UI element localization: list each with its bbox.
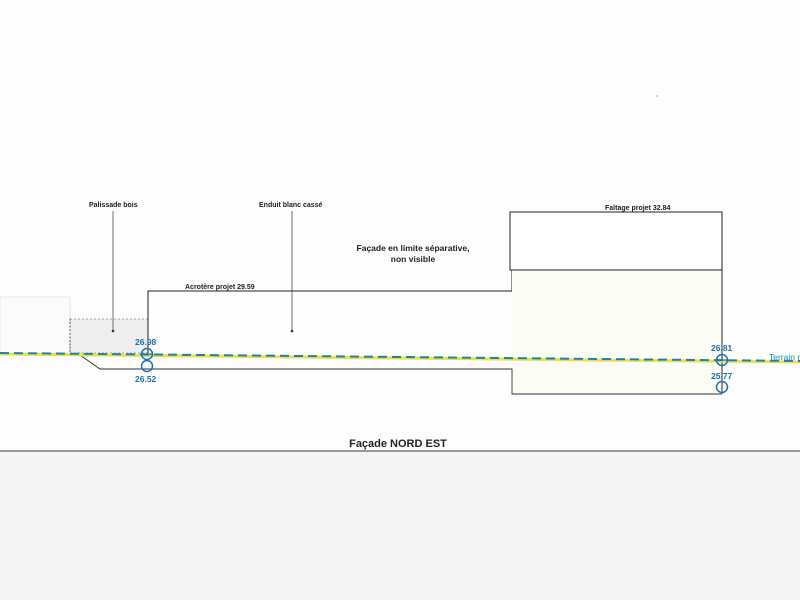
label-palissade: Palissade bois — [89, 202, 138, 209]
label-facade-line1: Façade en limite séparative, — [357, 243, 470, 253]
scan-speck — [656, 95, 658, 97]
acrotere-outline — [147, 270, 513, 353]
label-terrain: Terrain n — [769, 352, 800, 362]
leader-palissade-dot — [111, 329, 115, 333]
label-enduit: Enduit blanc cassé — [259, 202, 323, 209]
foundation-outline — [79, 354, 722, 395]
level-marker-right-bottom — [715, 380, 729, 394]
neighbor-wall — [0, 296, 71, 354]
label-facade-line2: non visible — [391, 254, 436, 264]
leader-enduit-dot — [290, 329, 294, 333]
palissade-fence — [69, 318, 149, 354]
label-acrotere: Acrotère projet 29.59 — [185, 284, 255, 291]
drawing-title: Façade NORD EST — [349, 438, 447, 450]
tall-volume-fill — [512, 270, 722, 394]
background-band — [0, 452, 800, 600]
elevation-right-bottom: 25.77 — [711, 371, 733, 381]
elevation-right-top: 26.81 — [711, 343, 733, 353]
elevation-left-top: 26.98 — [135, 337, 157, 347]
terrain-line — [0, 352, 800, 362]
label-faitage: Faîtage projet 32.84 — [605, 205, 670, 212]
faitage-roof — [509, 211, 723, 271]
level-marker-left-bottom — [140, 359, 154, 373]
elevation-left-bottom: 26.52 — [135, 374, 157, 384]
